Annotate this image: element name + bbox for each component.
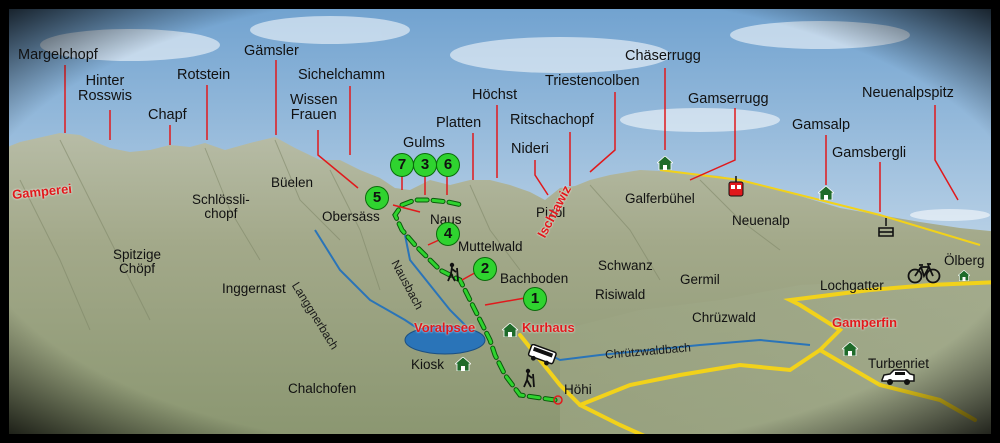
place-muttelwald: Muttelwald xyxy=(458,239,523,254)
hut-icon xyxy=(657,156,673,170)
peak-sichelchamm: Sichelchamm xyxy=(298,67,386,83)
place-hoehi: Höhi xyxy=(564,382,592,397)
hut-icon xyxy=(818,186,834,200)
hut-icon xyxy=(502,323,518,337)
peak-wissen-frauen: Wissen Frauen xyxy=(290,92,338,124)
peak-hoechst: Höchst xyxy=(472,87,518,103)
peak-nideri: Nideri xyxy=(511,141,549,157)
peak-margelchopf: Margelchopf xyxy=(18,47,98,63)
peak-gamsbergli: Gamsbergli xyxy=(832,145,907,161)
bicycle-icon xyxy=(907,263,941,284)
place-chalchofen: Chalchofen xyxy=(288,381,357,396)
place-pizol: Pizol xyxy=(536,205,566,220)
place-chruezwald: Chrüzwald xyxy=(692,310,756,325)
place-kiosk: Kiosk xyxy=(411,357,445,372)
peak-gulms: Gulms xyxy=(403,135,445,151)
place-risiwald: Risiwald xyxy=(595,287,646,302)
hut-icon xyxy=(842,342,858,356)
place-schwanz: Schwanz xyxy=(598,258,653,273)
place-schloesslichopf: Schlössli- chopf xyxy=(192,192,250,222)
car-icon xyxy=(881,369,915,385)
route-marker-1: 1 xyxy=(523,287,547,311)
route-marker-5: 5 xyxy=(365,186,389,210)
hiker-icon xyxy=(523,368,535,388)
place-obersaess: Obersäss xyxy=(322,209,380,224)
place-gamperfin: Gamperfin xyxy=(832,315,898,330)
hut-icon xyxy=(958,270,970,281)
route-marker-2: 2 xyxy=(473,257,497,281)
place-kurhaus: Kurhaus xyxy=(522,320,575,335)
peak-gamserrugg: Gamserrugg xyxy=(688,91,769,107)
hiker-icon xyxy=(447,262,459,282)
route-marker-7: 7 xyxy=(390,153,414,177)
bus-icon xyxy=(527,344,557,366)
route-marker-3: 3 xyxy=(413,153,437,177)
place-bueelen: Büelen xyxy=(271,175,314,190)
peak-platten: Platten xyxy=(436,115,482,131)
place-neuenalp: Neuenalp xyxy=(732,213,790,228)
peak-neuenalpspitz: Neuenalpspitz xyxy=(862,85,954,101)
place-turbenriet: Turbenriet xyxy=(868,356,930,371)
peak-gamsalp: Gamsalp xyxy=(792,117,851,133)
peak-gaemsler: Gämsler xyxy=(244,43,299,59)
place-inggernast: Inggernast xyxy=(222,281,286,296)
hut-icon xyxy=(455,357,471,371)
peak-chapf: Chapf xyxy=(148,107,187,123)
route-marker-4: 4 xyxy=(436,222,460,246)
place-oelberg: Ölberg xyxy=(944,253,985,268)
peak-hinter-rosswis: Hinter Rosswis xyxy=(78,73,132,105)
chairlift-icon xyxy=(878,218,894,237)
peak-triestencolben: Triestencolben xyxy=(545,73,640,89)
route-marker-6: 6 xyxy=(436,153,460,177)
peak-ritschachopf: Ritschachopf xyxy=(510,112,594,128)
peak-chaeserrugg: Chäserrugg xyxy=(625,48,701,64)
place-voralpsee: Voralpsee xyxy=(414,320,476,335)
place-germil: Germil xyxy=(680,272,720,287)
place-bachboden: Bachboden xyxy=(500,271,569,286)
place-galferbuehel: Galferbühel xyxy=(625,191,695,206)
peak-rotstein: Rotstein xyxy=(177,67,231,83)
place-lochgatter: Lochgatter xyxy=(820,278,884,293)
cable-car-icon xyxy=(728,176,744,197)
place-spitzige-choepf: Spitzige Chöpf xyxy=(113,247,162,277)
